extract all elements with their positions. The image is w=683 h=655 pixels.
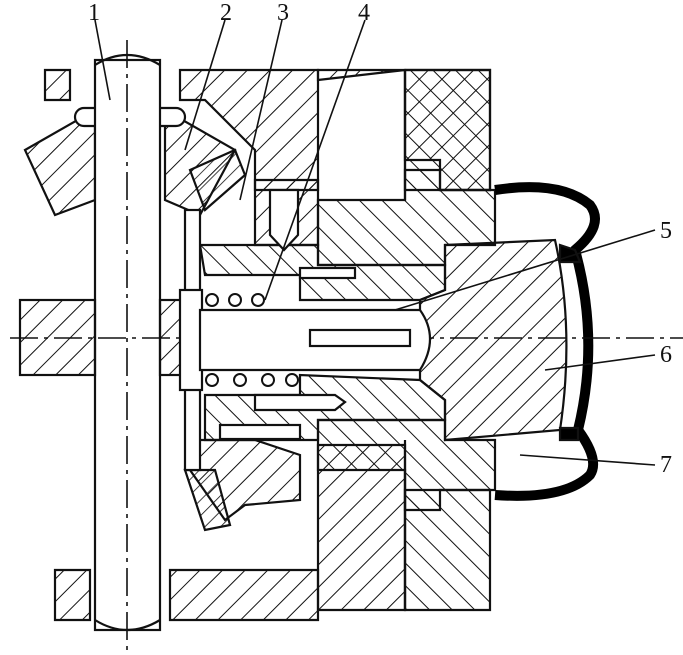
leader-lines: [94, 19, 656, 466]
label-3: 3: [277, 0, 289, 26]
spring-rod: [198, 308, 431, 372]
label-2: 2: [220, 0, 232, 26]
vertical-shaft: [93, 40, 162, 650]
label-7: 7: [660, 452, 672, 478]
housing-bottom: [53, 568, 320, 622]
label-5: 5: [660, 218, 672, 244]
disc-plate: [178, 208, 204, 472]
label-6: 6: [660, 342, 672, 368]
lower-pin: [253, 393, 347, 412]
bevel-gear-lower: [183, 438, 302, 532]
spring-coils: [205, 293, 299, 387]
part-labels: 1 2 3 4 5 6 7: [88, 0, 672, 478]
set-screw: [268, 188, 300, 252]
label-1: 1: [88, 0, 100, 26]
housing-lower: [316, 440, 492, 612]
label-4: 4: [358, 0, 370, 26]
